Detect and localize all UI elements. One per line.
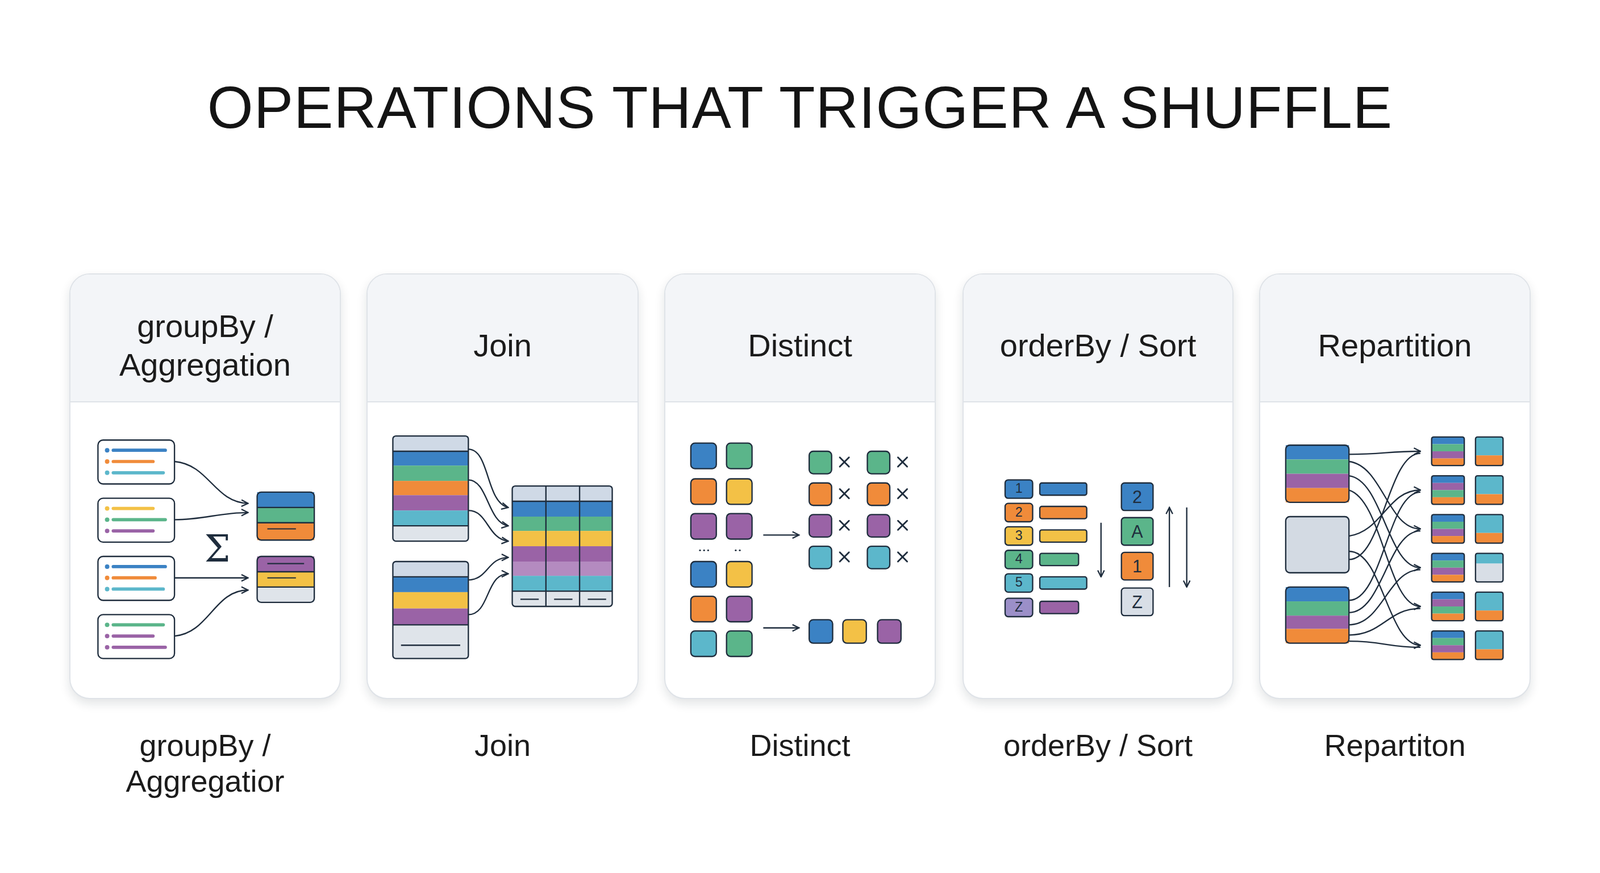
card-header: Distinct [665, 274, 935, 403]
illustration-label: 4 [1015, 552, 1023, 566]
card-header: Repartition [1260, 274, 1530, 403]
card-header: groupBy / Aggregation [70, 274, 340, 403]
card-caption: orderBy / Sort [952, 727, 1244, 764]
card-header: orderBy / Sort [963, 274, 1233, 403]
card-caption: Distinct [653, 727, 947, 764]
operation-card: RepartitionRepartiton [1259, 273, 1531, 699]
card-header: Join [367, 274, 638, 403]
card-title: Repartition [1318, 326, 1473, 365]
operation-card: JoinJoin [366, 273, 639, 699]
card-title: groupBy / Aggregation [93, 306, 318, 385]
illustration-label: 2 [1132, 487, 1143, 506]
illustration-label: Σ [204, 530, 231, 568]
diagram-title: OPERATIONS THAT TRIGGER A SHUFFLE [0, 72, 1600, 143]
illustration-label: A [1131, 522, 1143, 541]
illustration-label: 1 [1015, 482, 1023, 496]
card-caption: Repartiton [1248, 727, 1541, 764]
operation-card: DistinctDistinct [664, 273, 936, 699]
illustration-label: Z [1131, 592, 1143, 611]
operation-card: orderBy / SortorderBy / Sort [962, 273, 1234, 699]
card-title: Distinct [747, 326, 853, 365]
illustration-label: 3 [1015, 528, 1023, 543]
card-caption: Join [356, 727, 649, 764]
illustration-label: Z [1014, 600, 1023, 614]
card-caption: groupBy / Aggregatior [59, 727, 352, 799]
illustration-label: 1 [1132, 557, 1143, 575]
operation-card: groupBy / AggregationgroupBy / Aggregati… [69, 273, 341, 699]
illustration-label: 5 [1015, 576, 1023, 590]
illustration-label: 2 [1015, 505, 1023, 519]
card-title: Join [473, 326, 532, 365]
card-title: orderBy / Sort [1000, 326, 1197, 365]
